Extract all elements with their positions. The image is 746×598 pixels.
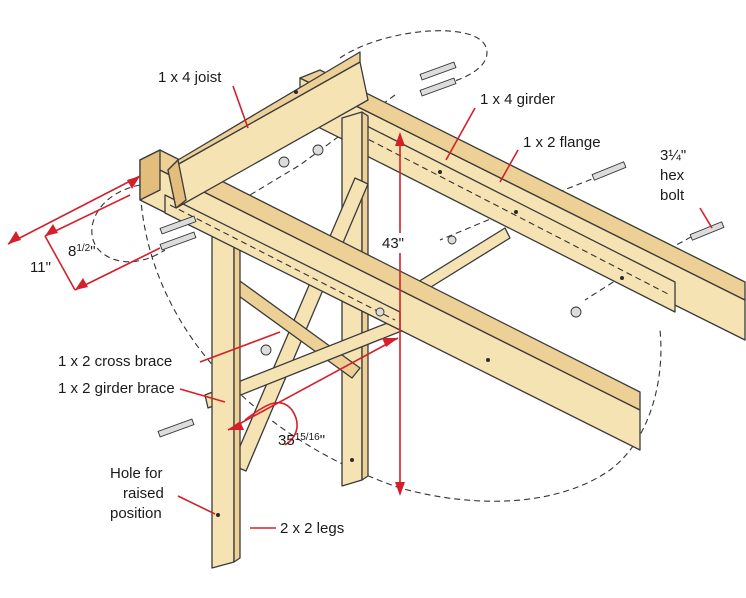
- near-girder-hidden: [169, 204, 396, 321]
- arrow-up: [395, 132, 405, 146]
- fold-arc-top: [339, 30, 488, 86]
- width-outer-label: 11": [30, 259, 51, 276]
- hex-bolt-leader: [699, 207, 713, 229]
- brace-dimension-leader: [244, 401, 298, 446]
- flange-leader: [499, 149, 519, 183]
- hole-leader: [177, 495, 216, 515]
- hole: [350, 458, 354, 462]
- far-girder-hidden: [359, 134, 671, 296]
- width-inner-line: [44, 194, 131, 237]
- arrow: [382, 338, 398, 347]
- near-leg-side: [233, 215, 241, 563]
- joist-end: [167, 159, 187, 209]
- hole-label-1: Hole for: [110, 465, 163, 482]
- width-outer-line: [7, 175, 141, 245]
- hole-label-3: position: [110, 505, 162, 522]
- arrow: [8, 231, 21, 244]
- hex-bolt-icon: [159, 215, 197, 251]
- hex-bolt-icon: [689, 221, 725, 241]
- cross-brace-leader: [199, 331, 281, 363]
- girder-brace-leader: [179, 388, 226, 403]
- hole: [438, 170, 442, 174]
- joist-leader: [232, 85, 249, 129]
- bolt-line-far: [584, 231, 701, 301]
- arrow: [228, 421, 244, 430]
- arrow: [75, 278, 88, 290]
- joist-label: 1 x 4 joist: [158, 69, 222, 86]
- hex-bolt-label-2: hex: [660, 167, 685, 184]
- arrow: [127, 176, 140, 189]
- hex-bolt-label-1: 3¼": [660, 147, 686, 164]
- girder-label: 1 x 4 girder: [480, 91, 555, 108]
- hole: [294, 90, 298, 94]
- girder-leader: [445, 107, 476, 161]
- fold-arc-small: [91, 184, 166, 263]
- hex-bolt-icon: [157, 418, 195, 438]
- hole: [620, 276, 624, 280]
- cross-brace-label: 1 x 2 cross brace: [58, 353, 172, 370]
- legs-label: 2 x 2 legs: [280, 520, 344, 537]
- arrow-down: [395, 482, 405, 496]
- height-label-bg: [381, 233, 415, 253]
- width-inner-line-2: [74, 247, 161, 291]
- width-inner-label: 81/2": [68, 243, 96, 260]
- fold-arc-large: [139, 184, 662, 502]
- hex-bolt-label-3: bolt: [660, 187, 685, 204]
- brace-dimension-line: [227, 337, 399, 431]
- arrow: [45, 224, 58, 236]
- hole: [216, 513, 220, 517]
- girder-brace-label: 1 x 2 girder brace: [58, 380, 175, 397]
- hole-label-2: raised: [123, 485, 164, 502]
- hex-bolt-icon: [591, 161, 627, 181]
- near-girder-end: [139, 149, 161, 201]
- height-dimension-label: 43": [382, 235, 404, 252]
- far-girder-top: [299, 69, 746, 301]
- hole: [486, 358, 490, 362]
- width-inner-line-3: [44, 235, 76, 291]
- wing-nut-icon: [260, 144, 582, 356]
- flange-label: 1 x 2 flange: [523, 134, 601, 151]
- brace-dimension-label: 3515/16": [278, 432, 325, 449]
- bolt-line-right: [439, 171, 611, 241]
- hex-bolt-icon: [419, 61, 457, 97]
- hole: [514, 210, 518, 214]
- near-leg: [211, 215, 235, 569]
